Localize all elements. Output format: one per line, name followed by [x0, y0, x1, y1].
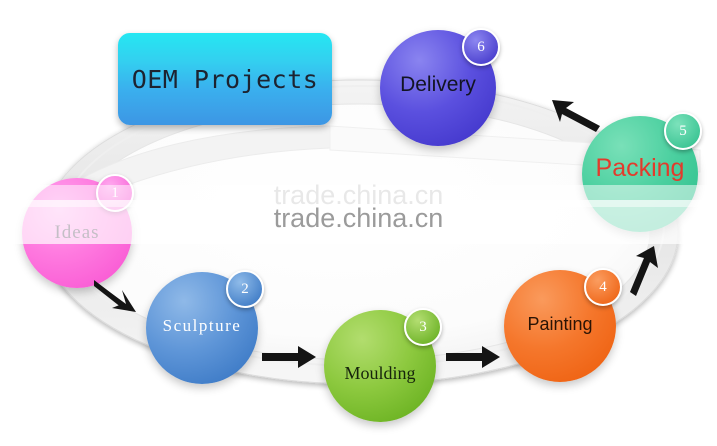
moulding-step-badge: 3: [404, 308, 442, 346]
process-node-ideas[interactable]: Ideas 1: [22, 174, 134, 288]
delivery-step-badge: 6: [462, 28, 500, 66]
sculpture-label: Sculpture: [162, 316, 242, 335]
process-node-sculpture[interactable]: Sculpture 2: [146, 270, 264, 384]
painting-label: Painting: [527, 314, 593, 334]
oem-projects-banner[interactable]: OEM Projects: [118, 33, 332, 125]
sculpture-step-badge: 2: [226, 270, 264, 308]
process-node-painting[interactable]: Painting 4: [504, 268, 622, 382]
delivery-label: Delivery: [400, 73, 476, 96]
ideas-label: Ideas: [54, 222, 100, 243]
ideas-step-badge: 1: [96, 174, 134, 212]
packing-label: Packing: [595, 154, 685, 182]
moulding-label: Moulding: [344, 363, 416, 383]
process-node-packing[interactable]: Packing 5: [582, 112, 702, 232]
process-node-moulding[interactable]: Moulding 3: [324, 308, 442, 422]
process-node-delivery[interactable]: Delivery 6: [380, 28, 500, 146]
painting-step-badge: 4: [584, 268, 622, 306]
packing-step-badge: 5: [664, 112, 702, 150]
oem-projects-label: OEM Projects: [131, 64, 319, 94]
